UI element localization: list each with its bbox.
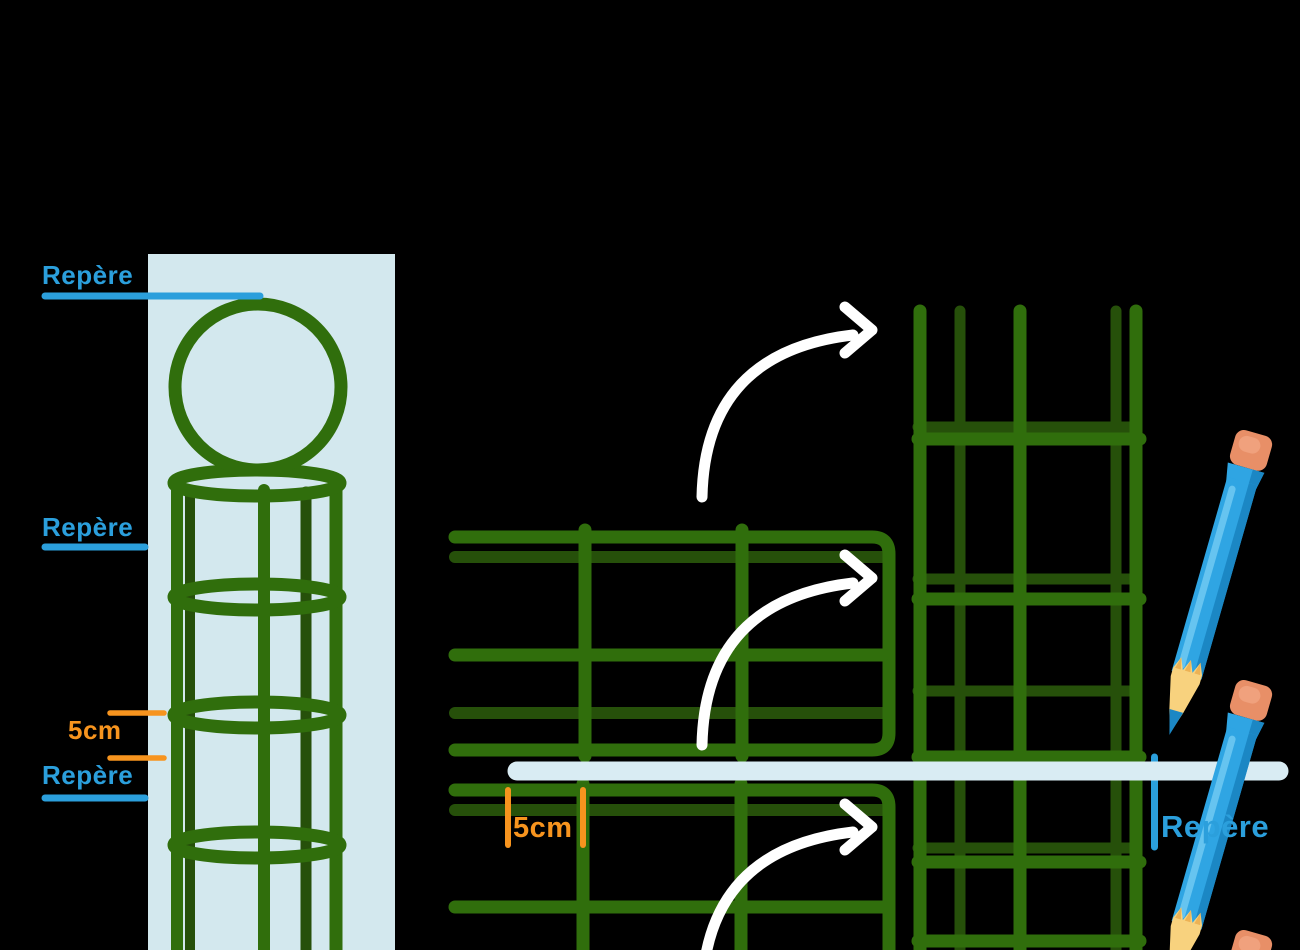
repere-top-label: Repère <box>42 260 134 290</box>
mesh-roll-front-view <box>167 297 348 950</box>
blue-pencil-icon <box>1151 927 1275 950</box>
dim-mesh-label: 5cm <box>513 812 573 844</box>
repere-bottom-left-label: Repère <box>42 760 134 790</box>
mesh-roll-top-ring <box>168 297 348 477</box>
fold-arrow-bottom <box>702 804 872 950</box>
wire-ring <box>167 577 347 617</box>
dim-cylinder-label: 5cm <box>68 715 122 745</box>
wire-ring <box>167 695 347 735</box>
flat-mesh-lower <box>448 777 896 950</box>
wire-frame <box>448 530 896 757</box>
wire-frame <box>448 783 896 950</box>
fold-arrow-top <box>702 307 872 497</box>
repere-middle-label: Repère <box>42 512 134 542</box>
repere-right-label: Repère <box>1161 809 1270 844</box>
wire-ring <box>167 825 347 865</box>
flat-mesh-upper <box>448 523 896 763</box>
upright-mesh-panel <box>911 304 1147 950</box>
